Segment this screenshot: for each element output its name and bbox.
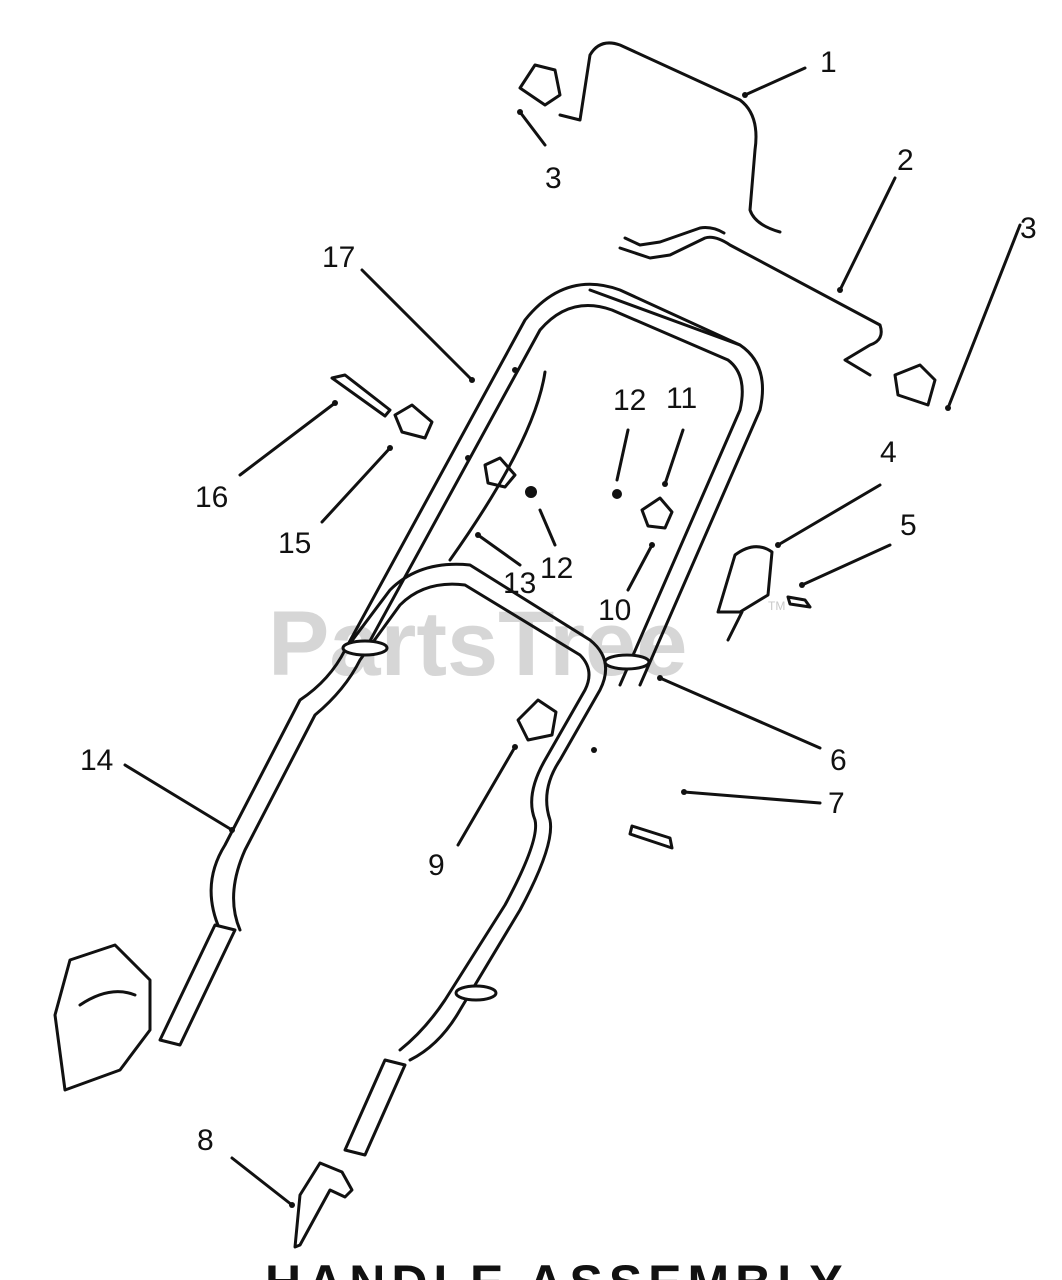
callout-6: 6 bbox=[830, 744, 847, 777]
bar-retainer-clip-top bbox=[518, 63, 562, 107]
bar-retainer-clip-right bbox=[893, 363, 937, 407]
handle-bolt bbox=[628, 824, 674, 850]
callout-3-top: 3 bbox=[545, 162, 562, 195]
throttle-control bbox=[716, 545, 774, 614]
right-handle-strap bbox=[343, 1058, 407, 1157]
callout-8: 8 bbox=[197, 1124, 214, 1157]
callout-7: 7 bbox=[828, 787, 845, 820]
leader-dots bbox=[229, 92, 951, 1208]
callout-12-lower: 12 bbox=[540, 552, 573, 585]
lower-washer bbox=[454, 984, 498, 1002]
callout-3-right: 3 bbox=[1020, 212, 1037, 245]
cable-guide bbox=[640, 496, 674, 530]
left-handle-strap bbox=[158, 923, 237, 1047]
callout-5: 5 bbox=[900, 509, 917, 542]
spacer bbox=[393, 403, 434, 440]
cable-clip bbox=[483, 456, 517, 489]
callout-13: 13 bbox=[503, 567, 536, 600]
rope-guide bbox=[293, 1161, 354, 1249]
height-adjuster-bracket bbox=[53, 943, 152, 1092]
pivot-washer-right bbox=[603, 653, 651, 671]
watermark-text: PartsTree bbox=[268, 593, 687, 695]
carriage-bolt bbox=[330, 373, 392, 418]
throttle-cable-end bbox=[726, 610, 744, 642]
control-cable bbox=[448, 370, 547, 562]
adjuster-detent-arc bbox=[78, 990, 137, 1007]
watermark-trademark: TM bbox=[768, 599, 785, 613]
pivot-washer-left bbox=[341, 639, 389, 657]
leader-lines bbox=[123, 66, 1022, 1207]
callout-2: 2 bbox=[897, 144, 914, 177]
callout-17: 17 bbox=[322, 241, 355, 274]
callout-14: 14 bbox=[80, 744, 113, 777]
callout-1: 1 bbox=[820, 46, 837, 79]
drive-control-rod-outline bbox=[623, 226, 726, 247]
control-screw bbox=[786, 595, 812, 609]
push-nut-left bbox=[525, 486, 537, 498]
upper-handle bbox=[343, 282, 764, 687]
callout-15: 15 bbox=[278, 527, 311, 560]
drive-control-rod bbox=[618, 235, 883, 377]
callout-12-upper: 12 bbox=[613, 384, 646, 417]
callout-9: 9 bbox=[428, 849, 445, 882]
callout-16: 16 bbox=[195, 481, 228, 514]
push-nut-right bbox=[612, 489, 622, 499]
callout-10: 10 bbox=[598, 594, 631, 627]
callout-11: 11 bbox=[666, 382, 697, 415]
diagram-caption: HANDLE ASSEMBLY bbox=[265, 1255, 849, 1280]
lower-handle bbox=[209, 562, 608, 1062]
control-bar bbox=[558, 41, 782, 234]
handle-knob bbox=[516, 698, 558, 742]
callout-4: 4 bbox=[880, 436, 897, 469]
